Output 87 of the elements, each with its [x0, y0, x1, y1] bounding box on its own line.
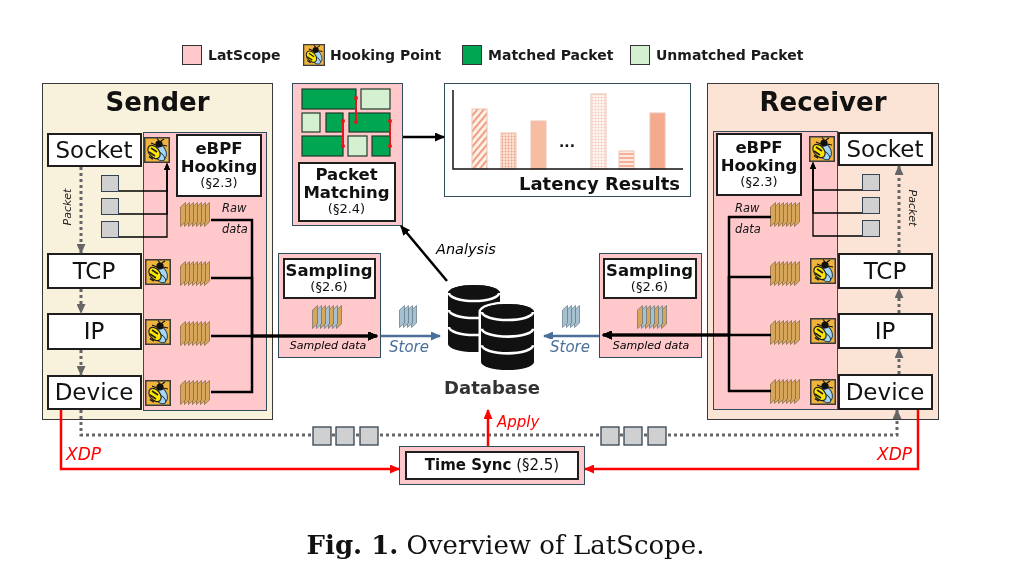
protocol-layer-box: [837, 312, 933, 349]
host-panel: [42, 83, 273, 420]
arrow: [403, 132, 445, 142]
module-title: Packet Matching: [302, 166, 391, 201]
chart-title: Latency Results: [519, 173, 680, 194]
layer-label: TCP: [863, 257, 907, 284]
layer-label: IP: [874, 317, 896, 344]
edge-label: Analysis: [436, 241, 496, 258]
module-box: [297, 161, 396, 222]
packet-stack-icon: [770, 320, 800, 345]
layer-label: IP: [83, 318, 105, 344]
legend-label: Matched Packet: [488, 46, 614, 65]
layer-label: Device: [845, 378, 925, 405]
arrow: [894, 165, 904, 253]
arrow: [76, 167, 86, 254]
section-ref: (§2.3): [740, 174, 778, 190]
bee-icon: [144, 137, 170, 163]
module-box: [602, 257, 697, 299]
packet-stack-icon: [770, 261, 800, 286]
layer-label: Socket: [846, 135, 924, 162]
hooking-region: [712, 130, 838, 410]
arrow: [76, 289, 86, 314]
legend-label: Hooking Point: [330, 46, 442, 65]
bee-icon: [809, 136, 835, 162]
arrow: [584, 410, 920, 474]
annotation-text: Raw data: [222, 199, 248, 238]
module-box: [282, 257, 376, 299]
section-ref: (§2.3): [200, 175, 238, 191]
arrow: [76, 350, 86, 376]
legend-label: LatScope: [208, 46, 281, 65]
figure-caption: Fig. 1. Overview of LatScope.: [306, 530, 705, 560]
module-title: eBPF Hooking: [719, 139, 799, 174]
packet-icon: [100, 197, 119, 215]
sync-panel: [399, 446, 585, 485]
module-box: [176, 134, 262, 197]
protocol-layer-box: [46, 252, 142, 289]
panel-title: Sender: [105, 87, 210, 117]
arrow: [118, 163, 170, 238]
edge-label: Sampled data: [289, 340, 367, 353]
arrow: [79, 409, 902, 437]
arrow: [810, 162, 863, 237]
module-title: Sampling: [285, 261, 373, 279]
protocol-layer-box: [46, 312, 142, 350]
arrow: [894, 288, 904, 313]
panel-title: Receiver: [759, 87, 887, 117]
packet-icon: [100, 220, 119, 238]
arrow: [543, 331, 599, 341]
edge-label: Apply: [497, 414, 540, 432]
legend-label: Unmatched Packet: [656, 46, 804, 65]
packet-icon: [861, 173, 880, 191]
module-box: [716, 133, 802, 196]
arrow: [602, 330, 771, 393]
arrow: [400, 225, 448, 282]
packet-stack-icon: [180, 321, 210, 346]
packet-icon: [861, 196, 880, 214]
protocol-layer-box: [46, 374, 142, 410]
protocol-layer-box: [837, 373, 933, 410]
packet-icon: [861, 219, 880, 237]
protocol-layer-box: [46, 132, 142, 167]
ellipsis-text: ...: [559, 134, 575, 150]
packet-stack-icon: [770, 202, 800, 227]
layer-label: Device: [54, 379, 134, 405]
annotation-text: Raw data: [735, 199, 761, 238]
packet-icon: [100, 174, 119, 192]
layer-label: TCP: [72, 257, 116, 284]
arrow: [211, 331, 378, 394]
host-panel: [707, 83, 939, 420]
section-ref: (§2.6): [310, 278, 348, 295]
module-title: Sampling: [606, 261, 693, 279]
packet-stack-icon: [770, 379, 800, 404]
packet-stack-icon: [180, 261, 210, 286]
arrow: [59, 410, 400, 474]
layer-label: Socket: [55, 136, 133, 163]
module-title: eBPF Hooking: [179, 140, 259, 175]
module-label: Time Sync (§2.5): [405, 451, 579, 480]
packet-stack-icon: [180, 202, 210, 227]
hooking-region: [142, 131, 267, 411]
protocol-layer-box: [837, 252, 933, 289]
arrow: [381, 331, 441, 341]
arrow: [894, 348, 904, 374]
packet-stack-icon: [180, 380, 210, 405]
section-ref: (§2.6): [630, 278, 669, 295]
node-label: Database: [444, 377, 540, 398]
edge-label: Sampled data: [612, 340, 690, 353]
arrow: [483, 409, 493, 446]
section-ref: (§2.4): [327, 201, 366, 217]
protocol-layer-box: [837, 131, 933, 166]
